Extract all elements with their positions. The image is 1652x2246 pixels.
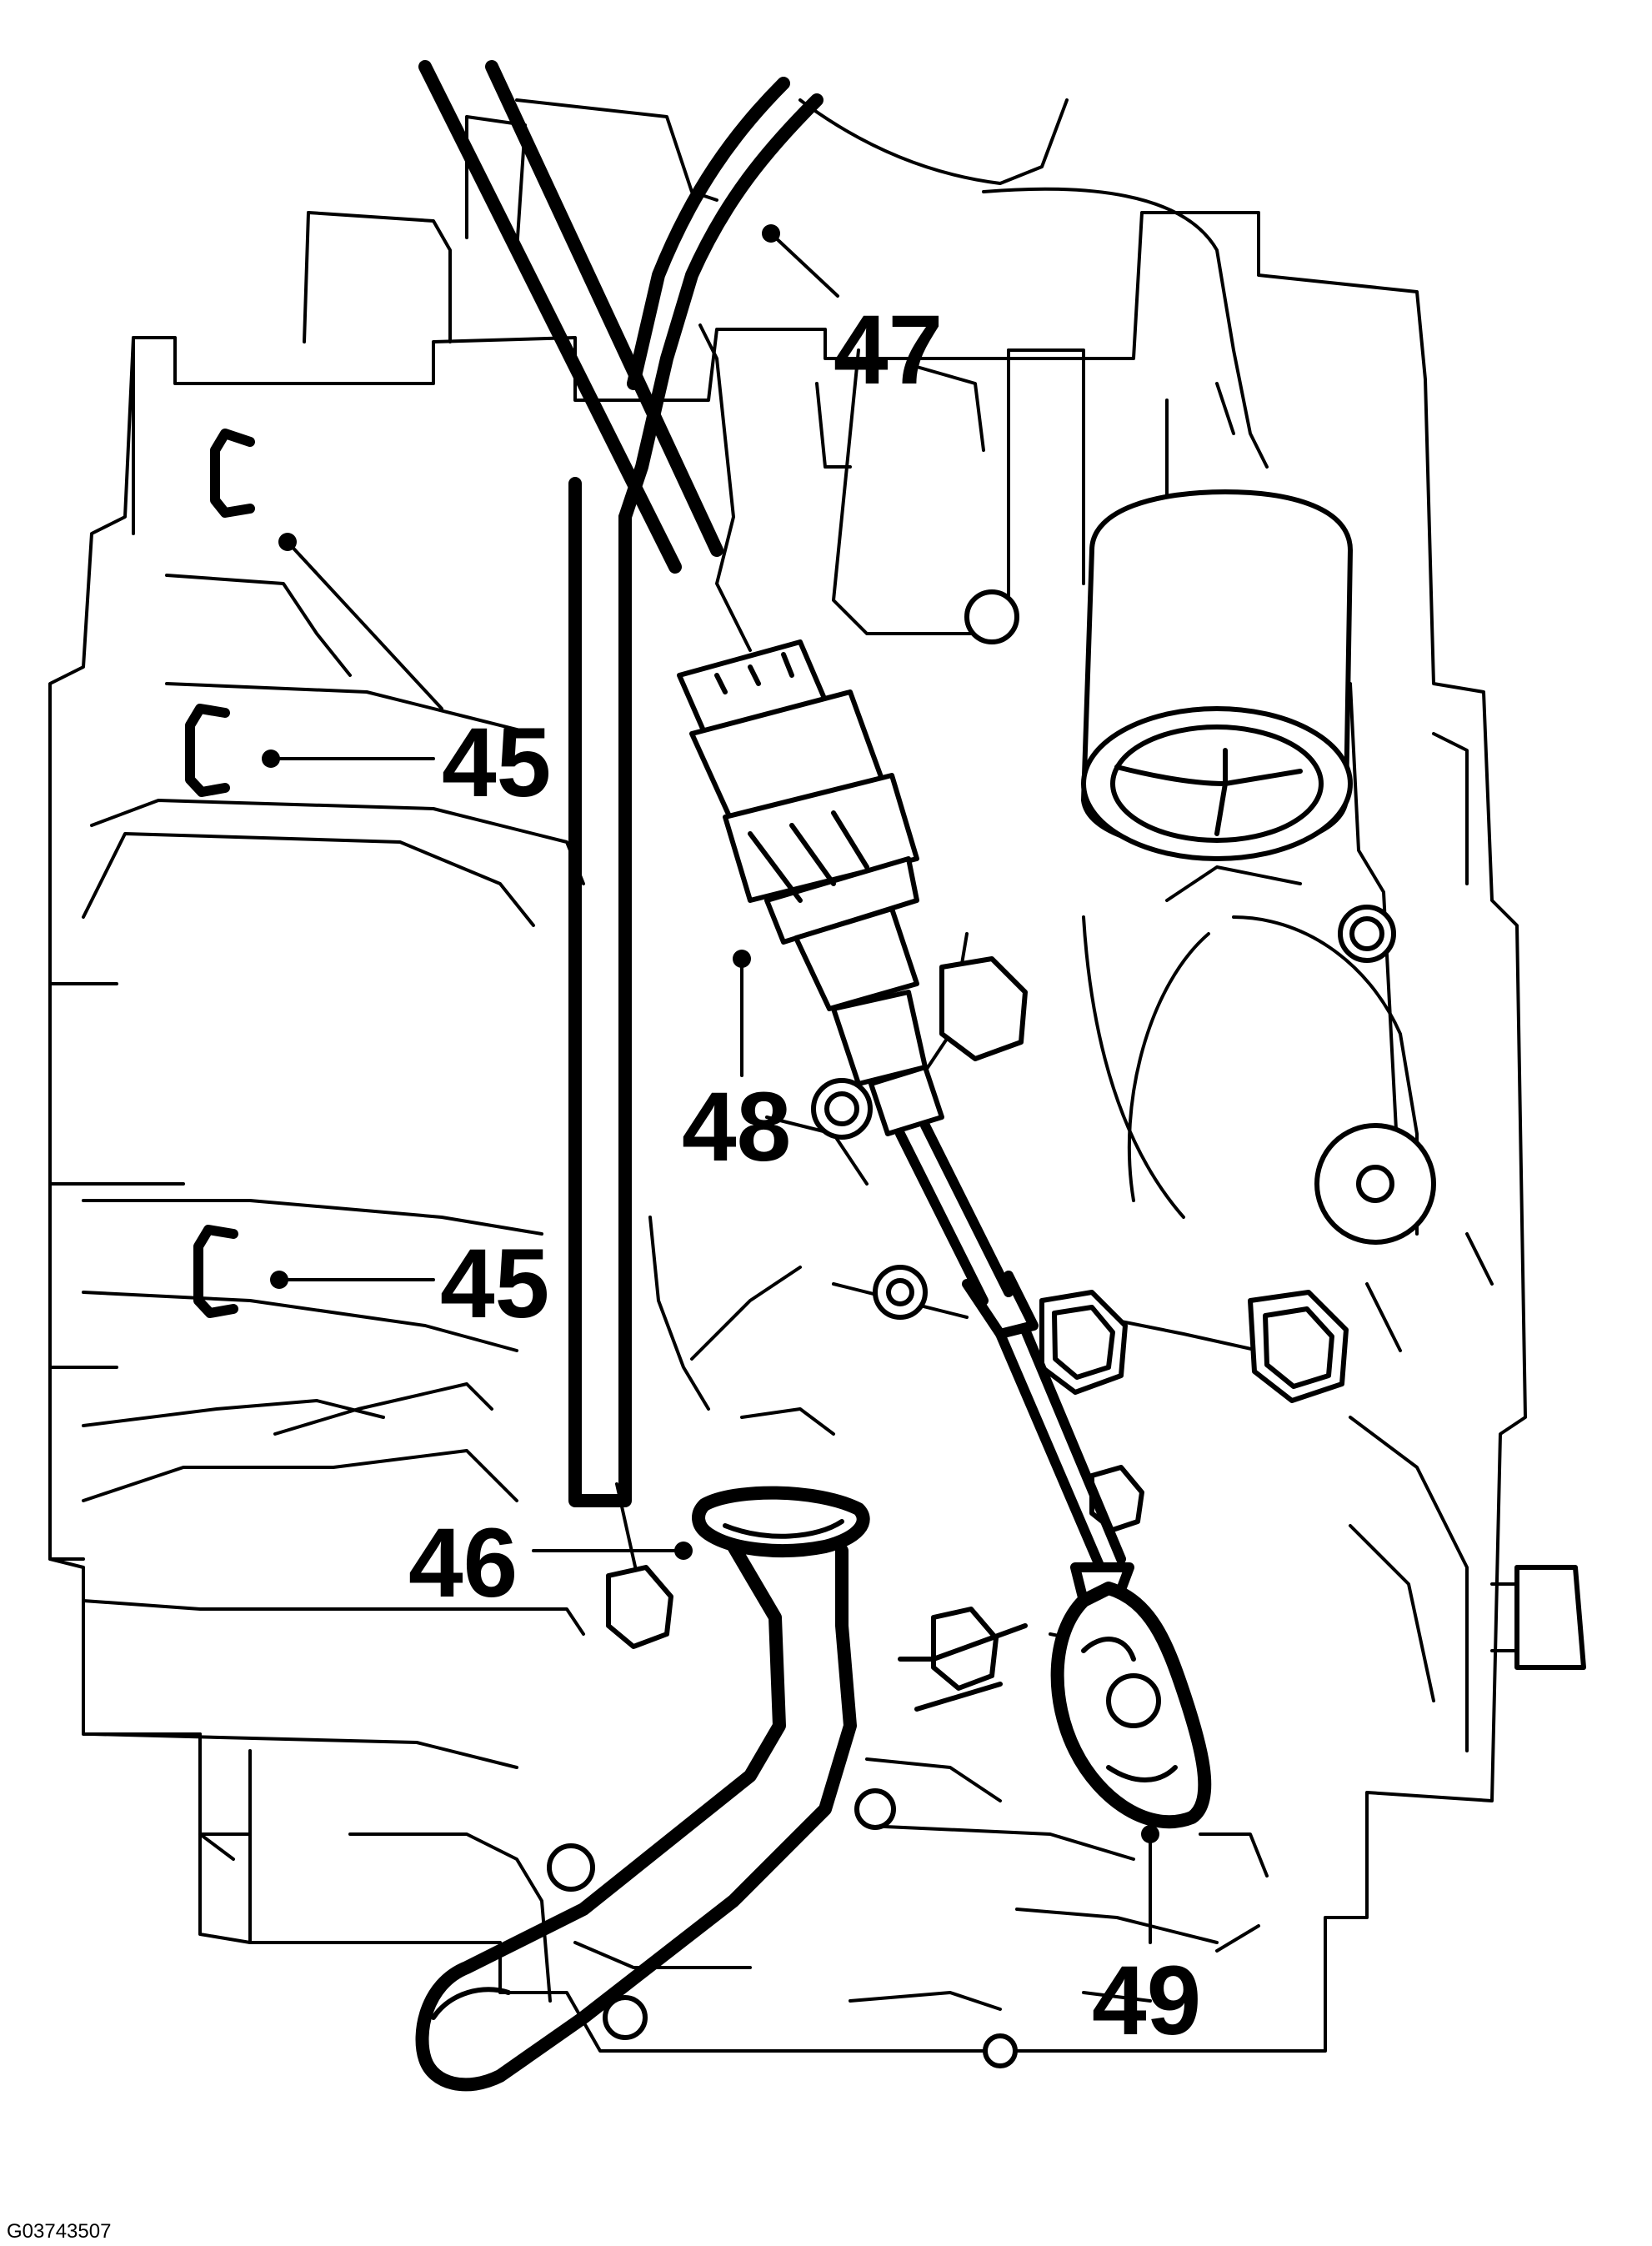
- round-bolt-8: [854, 1788, 896, 1830]
- leaders: [262, 224, 1159, 1944]
- hex-bolt-1: [939, 956, 1028, 1061]
- callout-49: 49: [1092, 1946, 1201, 2056]
- callout-48: 48: [682, 1072, 791, 1182]
- hex-bolt-3-inner: [1263, 1306, 1334, 1389]
- leader-line-45-upper-a: [286, 540, 443, 710]
- fill-tube: [415, 1486, 870, 2092]
- round-bolt-4: [1314, 1123, 1436, 1245]
- leader-line-47: [769, 232, 839, 298]
- inner-cable: [895, 1120, 1126, 1572]
- bolts: [185, 429, 1586, 2068]
- callout-labels: 45 45 46 47 48 49: [408, 295, 1201, 2056]
- edge-bolt-line: [1490, 1582, 1519, 1652]
- round-bolt-1-inner: [824, 1091, 859, 1126]
- round-bolt-2-inner: [886, 1278, 914, 1306]
- callout-46: 46: [408, 1508, 518, 1618]
- round-bolt-5: [964, 589, 1019, 644]
- round-bolt-3-inner: [1349, 916, 1384, 951]
- round-bolt-2: [873, 1265, 928, 1320]
- callout-45-upper: 45: [442, 708, 551, 818]
- round-bolt-6: [547, 1843, 595, 1892]
- bolt-45-lower: [193, 1225, 238, 1318]
- selector-cable: [418, 60, 823, 574]
- callout-45-lower: 45: [440, 1229, 549, 1339]
- round-bolt-3: [1338, 905, 1396, 963]
- round-bolt-10: [983, 2033, 1018, 2068]
- bolt-45-upper-b: [185, 704, 230, 797]
- round-bolt-1: [811, 1078, 873, 1140]
- transmission-case: [48, 98, 1527, 2053]
- edge-bolt: [1514, 1565, 1586, 1670]
- bolt-45-upper-a: [210, 429, 255, 518]
- oil-filter: [1081, 489, 1353, 861]
- selector-lever: [898, 1562, 1212, 1829]
- hex-bolt-2-inner: [1052, 1305, 1115, 1380]
- figure-id: G03743507: [7, 2220, 111, 2243]
- callout-47: 47: [834, 295, 943, 405]
- cable-connector: [677, 639, 944, 1136]
- dipstick-tube: [568, 477, 632, 1507]
- round-bolt-4-inner: [1356, 1165, 1394, 1203]
- hex-bolt-5: [606, 1565, 673, 1649]
- round-bolt-7: [603, 1995, 648, 2040]
